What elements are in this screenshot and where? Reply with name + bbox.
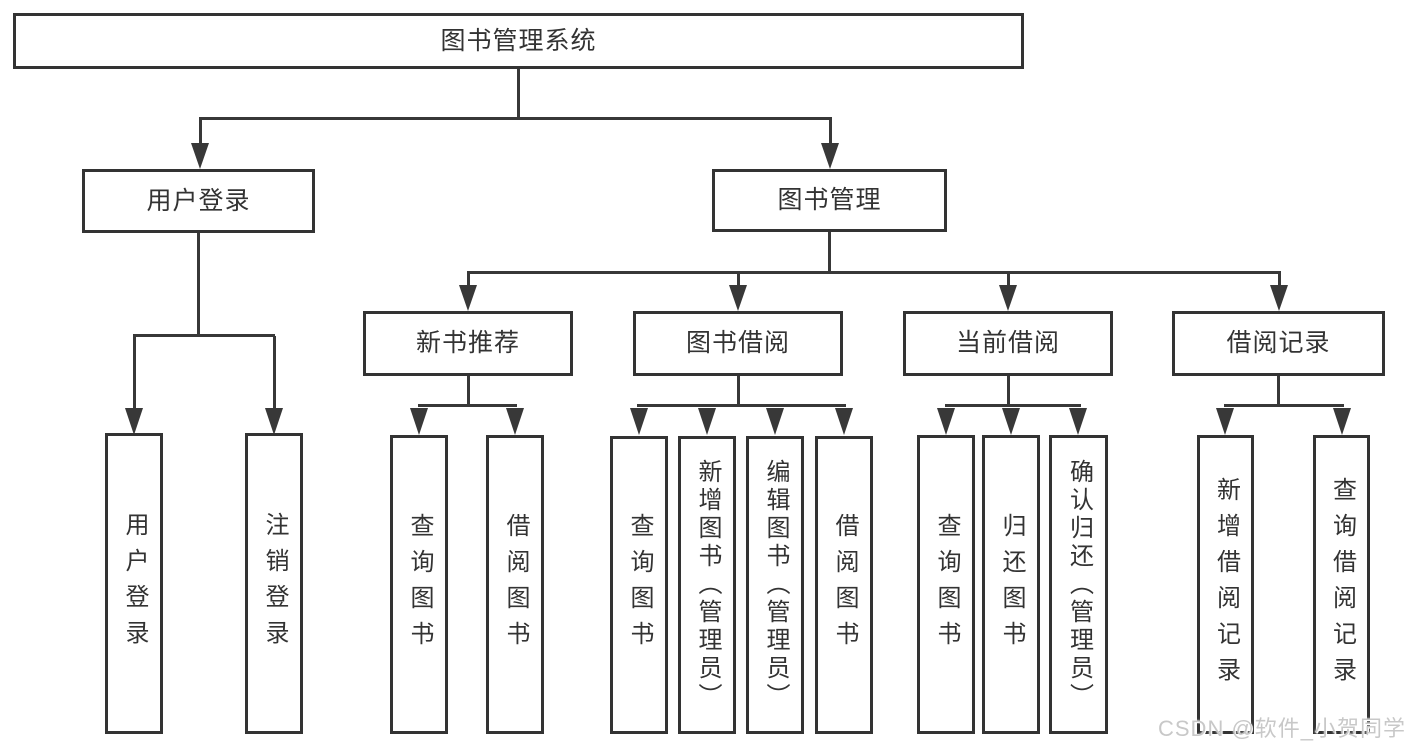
node-book-borrowing: 图书借阅 [633, 311, 843, 376]
leaf-add-book-admin: 新增图书（管理员） [678, 436, 736, 734]
leaf-label: 确认归还（管理员） [1065, 458, 1093, 711]
connector-root-vertical [517, 69, 520, 119]
connector-stem-level3 [1007, 274, 1010, 286]
arrow-down-icon [698, 408, 716, 435]
leaf-query-borrow-record: 查询借阅记录 [1313, 435, 1370, 734]
connector-newbook-horizontal [418, 404, 517, 407]
arrow-down-icon [1216, 408, 1234, 435]
connector-records-horizontal [1224, 404, 1344, 407]
arrow-down-icon [821, 143, 839, 169]
leaf-label: 新增图书（管理员） [694, 459, 721, 711]
connector-stem-level3 [1278, 274, 1281, 286]
arrow-down-icon [1002, 408, 1020, 435]
arrow-down-icon [191, 143, 209, 169]
connector-stem-leaf [133, 336, 136, 409]
arrow-down-icon [1270, 285, 1288, 311]
arrow-down-icon [1069, 408, 1087, 435]
node-book-management: 图书管理 [712, 169, 947, 232]
connector-currentborrow-horizontal [945, 404, 1081, 407]
leaf-label: 查询借阅记录 [1328, 476, 1356, 693]
node-user-login: 用户登录 [82, 169, 315, 233]
arrow-down-icon [999, 285, 1017, 311]
leaf-confirm-return-admin: 确认归还（管理员） [1049, 435, 1108, 734]
leaf-query-books-1: 查询图书 [390, 435, 448, 734]
arrow-down-icon [766, 408, 784, 435]
arrow-down-icon [630, 408, 648, 435]
connector-currentborrow-vertical [1007, 376, 1010, 406]
watermark: CSDN @软件_小贺同学 [1158, 716, 1405, 741]
connector-stem-book-management [829, 119, 832, 145]
arrow-down-icon [125, 408, 143, 435]
leaf-label: 查询图书 [626, 513, 653, 657]
leaf-logout: 注销登录 [245, 433, 303, 734]
arrow-down-icon [265, 408, 283, 435]
leaf-label: 查询图书 [406, 512, 433, 657]
node-new-book-recommendation: 新书推荐 [363, 311, 573, 376]
leaf-label: 查询图书 [933, 512, 960, 657]
leaf-return-books: 归还图书 [982, 435, 1040, 734]
leaf-label: 借阅图书 [831, 513, 858, 657]
connector-bookborrow-horizontal [637, 404, 846, 407]
leaf-add-borrow-record: 新增借阅记录 [1197, 435, 1254, 734]
arrow-down-icon [459, 285, 477, 311]
connector-user-login-vertical [197, 233, 200, 336]
leaf-borrow-books-1: 借阅图书 [486, 435, 544, 734]
arrow-down-icon [506, 408, 524, 435]
connector-stem-level3 [467, 274, 470, 286]
connector-bookborrow-vertical [737, 376, 740, 406]
leaf-query-books-2: 查询图书 [610, 436, 668, 734]
connector-level3-horizontal [467, 271, 1281, 274]
arrow-down-icon [410, 408, 428, 435]
connector-stem-user-login [199, 119, 202, 145]
node-current-borrowing: 当前借阅 [903, 311, 1113, 376]
arrow-down-icon [729, 285, 747, 311]
leaf-label: 编辑图书（管理员） [762, 459, 789, 711]
leaf-label: 注销登录 [261, 511, 288, 656]
arrow-down-icon [937, 408, 955, 435]
connector-book-management-vertical [828, 232, 831, 273]
leaf-label: 用户登录 [121, 511, 148, 656]
connector-user-login-horizontal [133, 334, 275, 337]
connector-level2-horizontal [199, 117, 832, 120]
connector-stem-level3 [737, 274, 740, 286]
connector-newbook-vertical [467, 376, 470, 406]
connector-records-vertical [1277, 376, 1280, 406]
node-library-system: 图书管理系统 [13, 13, 1024, 69]
arrow-down-icon [835, 408, 853, 435]
leaf-query-books-3: 查询图书 [917, 435, 975, 734]
leaf-borrow-books-2: 借阅图书 [815, 436, 873, 734]
connector-stem-leaf [273, 336, 276, 409]
leaf-label: 归还图书 [998, 512, 1025, 657]
arrow-down-icon [1333, 408, 1351, 435]
leaf-label: 新增借阅记录 [1212, 476, 1240, 693]
leaf-edit-book-admin: 编辑图书（管理员） [746, 436, 804, 734]
leaf-user-login: 用户登录 [105, 433, 163, 734]
node-borrowing-records: 借阅记录 [1172, 311, 1385, 376]
leaf-label: 借阅图书 [502, 512, 529, 657]
